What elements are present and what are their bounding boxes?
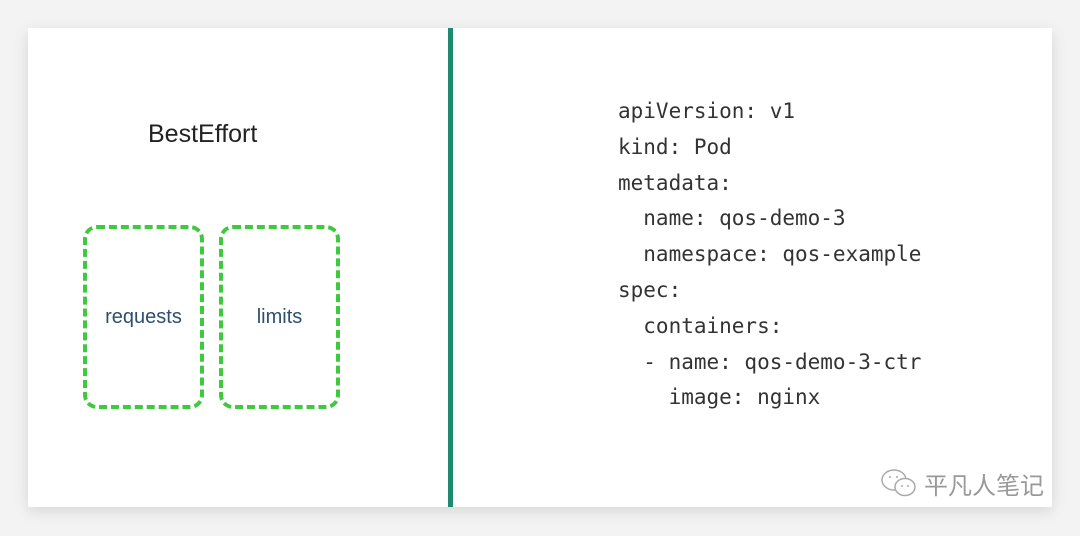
- code-line: namespace: qos-example: [618, 242, 922, 267]
- code-line: spec:: [618, 277, 682, 302]
- qos-class-title: BestEffort: [148, 120, 258, 148]
- requests-label: requests: [105, 305, 182, 328]
- code-line: image: nginx: [618, 385, 821, 410]
- slide-card: BestEffort requests limits apiVersion: v…: [28, 28, 1052, 507]
- watermark: 平凡人笔记: [880, 466, 1044, 501]
- requests-box: requests: [83, 225, 204, 409]
- limits-box: limits: [219, 225, 340, 409]
- watermark-text: 平凡人笔记: [924, 473, 1044, 500]
- code-line: metadata:: [618, 170, 732, 195]
- yaml-code: apiVersion: v1 kind: Pod metadata: name: q…: [618, 94, 921, 416]
- limits-label: limits: [256, 305, 303, 328]
- code-line: apiVersion: v1: [618, 99, 796, 123]
- code-line: name: qos-demo-3: [618, 206, 846, 231]
- code-line: containers:: [618, 313, 783, 338]
- code-line: kind: Pod: [618, 134, 732, 159]
- code-line: - name: qos-demo-3-ctr: [618, 349, 922, 374]
- wechat-icon: [881, 468, 916, 496]
- divider: [448, 28, 453, 507]
